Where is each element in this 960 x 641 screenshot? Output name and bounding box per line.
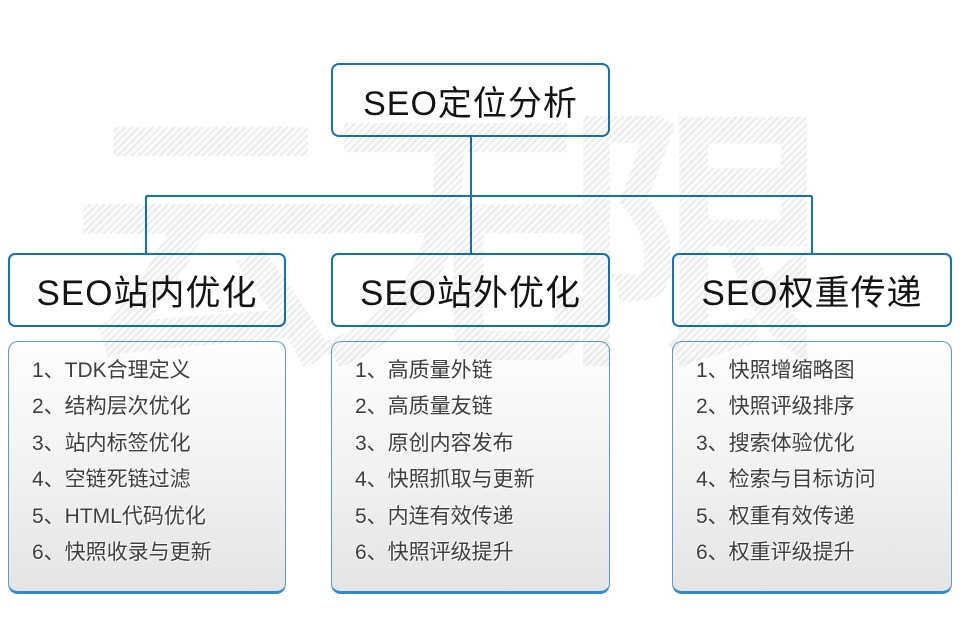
column-header-weight: SEO权重传递 [672,253,952,327]
column-header-onsite-label: SEO站内优化 [36,273,258,313]
list-item: 4、检索与目标访问 [696,468,876,492]
list-item: 6、快照收录与更新 [32,541,212,565]
list-item: 5、权重有效传递 [696,504,855,528]
list-item: 1、高质量外链 [355,359,493,382]
list-item: 6、权重评级提升 [696,541,855,565]
list-item: 6、快照评级提升 [355,541,514,565]
list-item: 5、HTML代码优化 [32,504,206,528]
column-list-onsite: 1、TDK合理定义 2、结构层次优化 3、站内标签优化 4、空链死链过滤 5、H… [8,341,286,594]
column-header-onsite: SEO站内优化 [8,253,286,327]
list-item: 2、结构层次优化 [32,395,191,419]
list-item: 1、TDK合理定义 [32,359,191,382]
column-list-offsite: 1、高质量外链 2、高质量友链 3、原创内容发布 4、快照抓取与更新 5、内连有… [331,341,610,594]
list-item: 3、站内标签优化 [32,431,191,455]
column-header-offsite: SEO站外优化 [331,253,610,327]
list-item: 2、快照评级排序 [696,395,855,419]
root-node-seo-positioning: SEO定位分析 [331,63,610,137]
list-item: 1、快照增缩略图 [696,359,855,382]
column-header-weight-label: SEO权重传递 [701,273,923,313]
list-item: 4、快照抓取与更新 [355,468,535,492]
list-item: 3、原创内容发布 [355,431,514,455]
root-node-label: SEO定位分析 [363,84,578,123]
column-header-offsite-label: SEO站外优化 [360,273,581,313]
list-item: 2、高质量友链 [355,395,493,419]
list-item: 3、搜索体验优化 [696,431,855,455]
list-item: 4、空链死链过滤 [32,468,191,492]
list-item: 5、内连有效传递 [355,504,514,528]
connector-path [145,137,813,253]
column-list-weight: 1、快照增缩略图 2、快照评级排序 3、搜索体验优化 4、检索与目标访问 5、权… [672,341,952,594]
